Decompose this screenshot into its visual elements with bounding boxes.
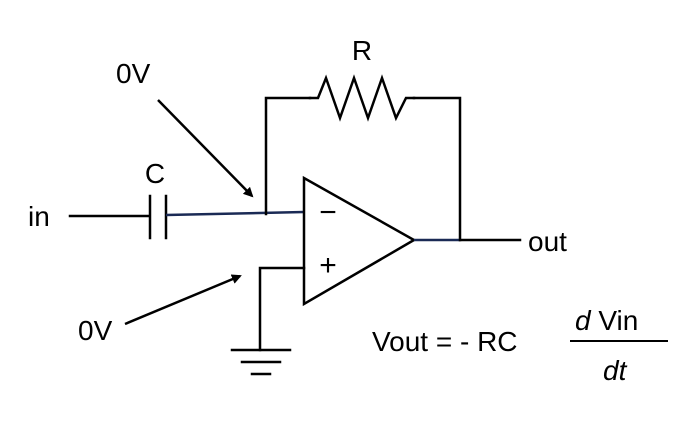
node-label-bottom: 0V xyxy=(78,315,113,346)
output-label: out xyxy=(528,226,567,257)
formula-numerator-d: d xyxy=(575,305,592,336)
resistor-zigzag xyxy=(308,74,416,122)
resistor-label: R xyxy=(352,35,372,66)
formula-numerator-var: Vin xyxy=(591,305,639,336)
inverting-input-wire xyxy=(165,210,305,217)
ground-wire xyxy=(258,266,306,352)
feedback-wire-left xyxy=(264,96,312,216)
formula-lhs: Vout = - RC xyxy=(372,326,518,357)
inverting-sign: − xyxy=(319,196,337,229)
non-inverting-sign: + xyxy=(319,249,337,282)
formula-numerator: d Vin xyxy=(575,305,638,336)
arrow-top xyxy=(157,99,254,198)
capacitor-label: C xyxy=(145,158,165,189)
op-amp-triangle xyxy=(302,175,417,307)
node-label-top: 0V xyxy=(116,58,151,89)
formula-denominator: dt xyxy=(603,355,628,386)
input-label: in xyxy=(28,201,50,232)
arrow-bottom xyxy=(124,274,242,326)
feedback-wire-right xyxy=(412,96,462,242)
